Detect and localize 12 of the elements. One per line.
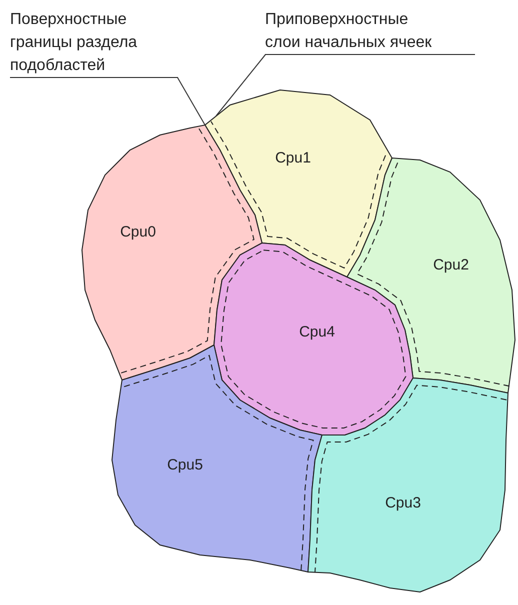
callout-text: Поверхностные границы раздела подобластей: [10, 10, 138, 76]
region-label: Cpu2: [433, 256, 469, 274]
leader-line: [216, 54, 266, 116]
subdomain-region: [82, 125, 262, 380]
subdomain-region: [205, 90, 392, 277]
region-label: Cpu0: [120, 224, 156, 240]
region-label: Cpu3: [385, 494, 421, 512]
callout-text: Приповерхностные слои начальных ячеек: [265, 10, 433, 53]
region-label: Cpu1: [275, 150, 311, 166]
region-label: Cpu4: [299, 324, 335, 340]
region-label: Cpu5: [167, 456, 203, 474]
leader-line: [177, 77, 206, 126]
